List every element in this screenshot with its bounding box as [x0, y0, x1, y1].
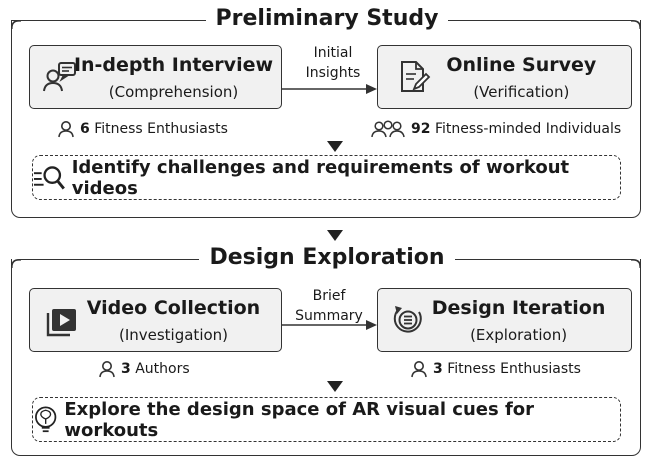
interview-participants: 6 Fitness Enthusiasts [58, 120, 228, 138]
participant-label: Authors [135, 361, 190, 377]
design-iteration-title: Design Iteration [431, 297, 606, 319]
lightbulb-icon [35, 405, 57, 432]
section-corner [11, 259, 21, 268]
participant-count: 3 [433, 361, 443, 377]
interview-box: In-depth Interview (Comprehension) [29, 45, 282, 109]
person-icon [411, 361, 427, 378]
outcome-text: Explore the design space of AR visual cu… [64, 398, 535, 441]
search-icon [33, 165, 65, 189]
iteration-participants: 3 Fitness Enthusiasts [411, 360, 581, 378]
interview-icon [43, 62, 76, 92]
participant-label: Fitness-minded Individuals [434, 121, 622, 137]
down-arrow [327, 141, 343, 152]
design-exploration-panel [11, 259, 641, 456]
interview-title: In-depth Interview [73, 54, 274, 76]
section-border-top-right [437, 20, 633, 21]
down-arrow [327, 381, 343, 392]
section-corner [631, 20, 641, 29]
section-corner [11, 20, 21, 29]
video-collection-title: Video Collection [86, 297, 261, 319]
video-collection-subtitle: (Investigation) [118, 326, 229, 344]
collection-participants: 3 Authors [99, 360, 190, 378]
flow-arrow [282, 320, 377, 330]
outcome-box: Explore the design space of AR visual cu… [32, 397, 621, 442]
arrow-label-line2: Insights [305, 65, 361, 81]
section-title: Design Exploration [0, 245, 654, 270]
participant-count: 3 [121, 361, 131, 377]
iteration-icon [393, 306, 422, 333]
section-border-top-left [19, 259, 221, 260]
survey-subtitle: (Verification) [473, 83, 570, 101]
arrow-label-line1: Initial [313, 45, 353, 61]
section-border-top-left [19, 20, 219, 21]
arrow-label-line2: Summary [295, 308, 363, 324]
person-icon [58, 121, 74, 138]
design-iteration-box: Design Iteration (Exploration) [377, 288, 632, 352]
video-icon [46, 309, 76, 337]
survey-icon [401, 61, 431, 92]
participant-count: 6 [80, 121, 90, 137]
down-arrow [327, 230, 343, 241]
flow-arrow [282, 84, 377, 94]
section-border-top-right [455, 259, 633, 260]
outcome-box: Identify challenges and requirements of … [32, 155, 621, 200]
survey-participants: 92 Fitness-minded Individuals [371, 120, 621, 138]
section-title: Preliminary Study [0, 6, 654, 31]
participant-label: Fitness Enthusiasts [94, 121, 228, 137]
design-iteration-subtitle: (Exploration) [470, 326, 568, 344]
survey-box: Online Survey (Verification) [377, 45, 632, 109]
participant-count: 92 [411, 121, 431, 137]
preliminary-study-panel [11, 20, 641, 218]
person-icon [99, 361, 115, 378]
outcome-text: Identify challenges and requirements of … [71, 156, 570, 199]
interview-subtitle: (Comprehension) [108, 83, 239, 101]
section-corner [631, 259, 641, 268]
video-collection-box: Video Collection (Investigation) [29, 288, 282, 352]
arrow-label-line1: Brief [312, 288, 346, 304]
group-icon [371, 120, 405, 138]
participant-label: Fitness Enthusiasts [447, 361, 581, 377]
survey-title: Online Survey [446, 54, 597, 76]
